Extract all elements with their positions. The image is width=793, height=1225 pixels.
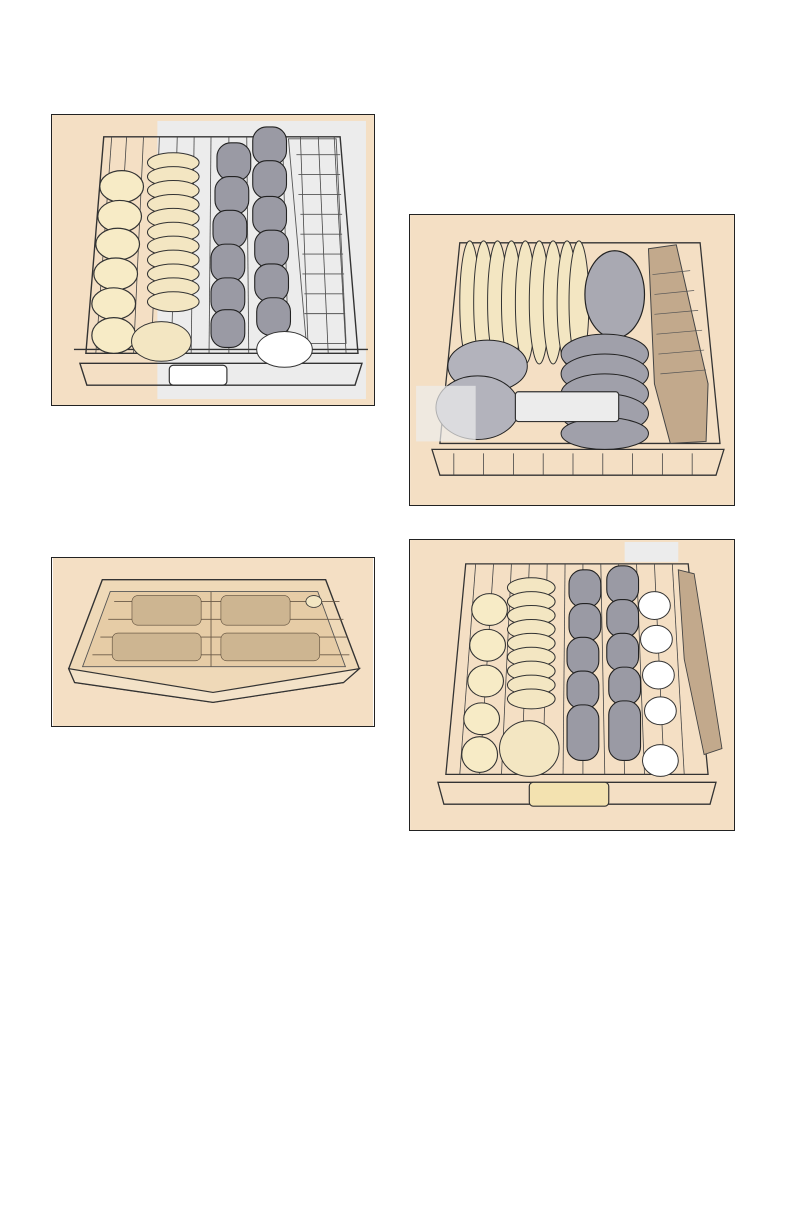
cutlery-tray-icon bbox=[52, 558, 374, 726]
illustration-upper-rack-alt bbox=[409, 539, 735, 831]
dishwasher-rack-icon bbox=[410, 540, 734, 830]
illustration-upper-rack bbox=[51, 114, 375, 406]
dishwasher-rack-icon bbox=[410, 215, 734, 505]
illustration-cutlery-tray bbox=[51, 557, 375, 727]
illustration-lower-rack bbox=[409, 214, 735, 506]
dishwasher-rack-icon bbox=[52, 115, 374, 405]
